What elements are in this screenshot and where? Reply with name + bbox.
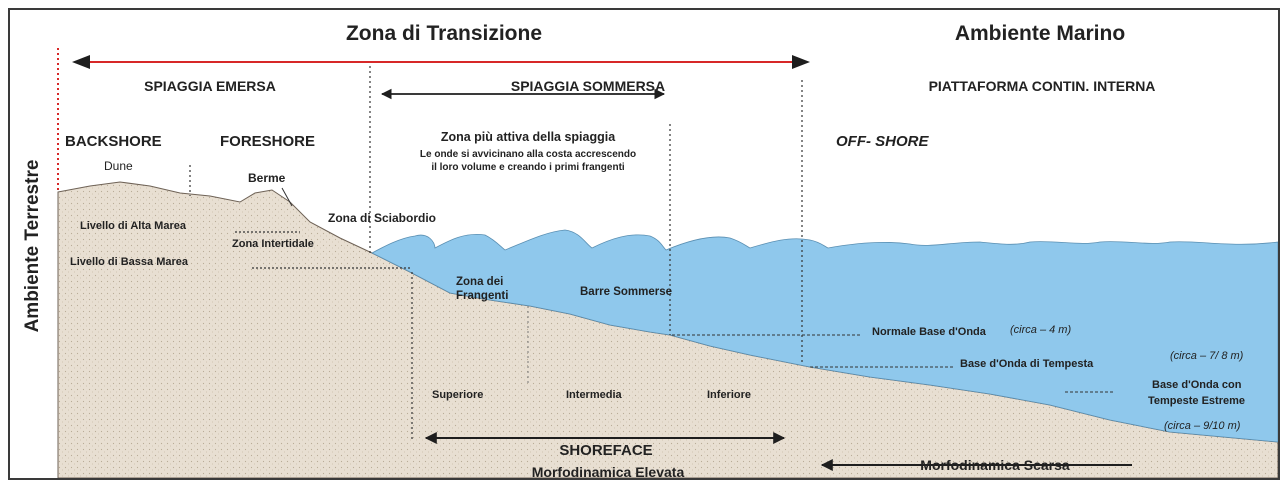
active-zone-line2: il loro volume e creando i primi frangen… bbox=[431, 162, 625, 173]
section-sommersa: SPIAGGIA SOMMERSA bbox=[510, 78, 666, 94]
label-morfo-high: Morfodinamica Elevata bbox=[531, 464, 685, 480]
sea-water bbox=[371, 229, 1278, 443]
active-zone-title: Zona più attiva della spiaggia bbox=[440, 130, 616, 144]
label-dune: Dune bbox=[104, 159, 133, 173]
diagram-frame: Ambiente Terrestre Zona di Transizione A… bbox=[8, 8, 1280, 480]
label-berme: Berme bbox=[248, 171, 286, 185]
label-superiore: Superiore bbox=[432, 389, 484, 401]
zone-backshore: BACKSHORE bbox=[65, 133, 162, 150]
section-piattaforma: PIATTAFORMA CONTIN. INTERNA bbox=[928, 78, 1156, 94]
header-transizione: Zona di Transizione bbox=[345, 22, 543, 45]
label-alta-marea: Livello di Alta Marea bbox=[80, 220, 186, 232]
section-emersa: SPIAGGIA EMERSA bbox=[144, 78, 276, 94]
transition-arrow-left-head bbox=[72, 55, 90, 69]
label-frangenti-1: Zona dei bbox=[456, 276, 504, 288]
label-tempesta-depth: (circa – 7/ 8 m) bbox=[1170, 350, 1244, 362]
label-inferiore: Inferiore bbox=[707, 389, 752, 401]
label-tempesta-base: Base d'Onda di Tempesta bbox=[960, 358, 1094, 370]
transition-arrow-right-head bbox=[792, 55, 810, 69]
zone-offshore: OFF- SHORE bbox=[836, 133, 929, 150]
label-estreme-1: Base d'Onda con bbox=[1152, 379, 1242, 391]
side-label: Ambiente Terrestre bbox=[22, 159, 43, 333]
active-zone-line1: Le onde si avvicinano alla costa accresc… bbox=[419, 149, 637, 160]
berm-pointer bbox=[281, 187, 293, 207]
label-bassa-marea: Livello di Bassa Marea bbox=[70, 256, 188, 268]
label-estreme-depth: (circa – 9/10 m) bbox=[1164, 420, 1241, 432]
label-morfo-low: Morfodinamica Scarsa bbox=[920, 457, 1070, 473]
label-barre: Barre Sommerse bbox=[580, 286, 673, 298]
profile-drawing bbox=[57, 48, 1278, 478]
side-label-box: Ambiente Terrestre bbox=[16, 16, 50, 476]
label-intertidale: Zona Intertidale bbox=[232, 238, 314, 250]
label-estreme-2: Tempeste Estreme bbox=[1148, 395, 1246, 407]
label-normale-depth: (circa – 4 m) bbox=[1010, 324, 1072, 336]
label-shoreface: SHOREFACE bbox=[559, 442, 653, 459]
label-frangenti-2: Frangenti bbox=[456, 290, 509, 302]
label-normale-base: Normale Base d'Onda bbox=[872, 326, 986, 338]
label-sciabordio: Zona di Sciabordio bbox=[328, 211, 437, 225]
header-marino: Ambiente Marino bbox=[954, 22, 1126, 45]
label-intermedia: Intermedia bbox=[566, 389, 622, 401]
zone-foreshore: FORESHORE bbox=[220, 133, 316, 150]
